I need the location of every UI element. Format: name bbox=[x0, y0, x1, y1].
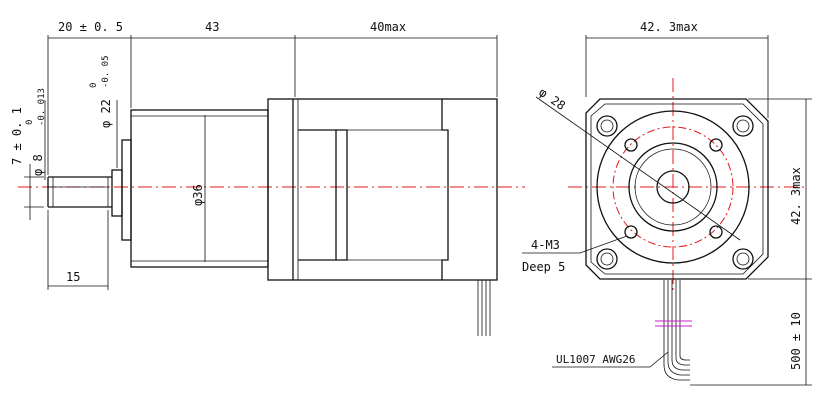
lead-length-label: 500 ± 10 bbox=[789, 312, 803, 370]
side-view: 20 ± 0. 5 43 40max 7 ± 0. 1 φ 8 0 -0. 01… bbox=[10, 20, 525, 336]
pilot-dia-tol-upper: 0 bbox=[89, 83, 99, 88]
gearbox-length-label: 43 bbox=[205, 20, 219, 34]
shaft-dia-label: φ 8 bbox=[31, 154, 45, 176]
thread-label: 4-M3 bbox=[531, 238, 560, 252]
thread-leader bbox=[522, 235, 628, 254]
pilot-circle bbox=[628, 142, 718, 232]
pilot-dia-tol-lower: -0. 05 bbox=[101, 55, 111, 88]
bolt-circle-label: φ 28 bbox=[536, 85, 568, 113]
front-lead-wires bbox=[655, 280, 692, 381]
front-view: 42. 3max 42. 3max φ 28 4-M3 Deep 5 UL100… bbox=[522, 20, 812, 386]
front-height-label: 42. 3max bbox=[789, 167, 803, 225]
shaft-dia-tol-upper: 0 bbox=[25, 120, 35, 125]
gearbox-pilot bbox=[111, 139, 132, 241]
front-outer-circle bbox=[596, 110, 750, 264]
shaft-dia-tol-lower: -0. 013 bbox=[37, 88, 47, 126]
side-lead-wires bbox=[477, 280, 491, 336]
motor-length-label: 40max bbox=[370, 20, 406, 34]
output-shaft bbox=[47, 176, 112, 208]
front-width-label: 42. 3max bbox=[640, 20, 698, 34]
flat-length-dimension-lines bbox=[47, 210, 109, 290]
diameter-dimension-lines bbox=[24, 100, 206, 262]
top-dimension-lines bbox=[47, 35, 498, 175]
wire-spec-label: UL1007 AWG26 bbox=[556, 353, 635, 366]
pilot-dia-label: φ 22 bbox=[99, 99, 113, 128]
bolt-circle-leader bbox=[535, 96, 741, 241]
front-dimension-lines bbox=[585, 35, 812, 386]
shaft-length-label: 20 ± 0. 5 bbox=[58, 20, 123, 34]
gearbox-dia-label: φ36 bbox=[191, 184, 205, 206]
m3-holes bbox=[624, 138, 723, 239]
flat-length-label: 15 bbox=[66, 270, 80, 284]
flat-width-label: 7 ± 0. 1 bbox=[10, 107, 24, 165]
thread-depth-label: Deep 5 bbox=[522, 260, 565, 274]
corner-holes bbox=[596, 115, 754, 270]
bolt-circle bbox=[612, 126, 734, 248]
front-flange-outline bbox=[585, 98, 769, 280]
wire-spec-leader bbox=[552, 351, 669, 368]
motor-body bbox=[267, 98, 498, 281]
shaft-circle bbox=[656, 170, 690, 204]
